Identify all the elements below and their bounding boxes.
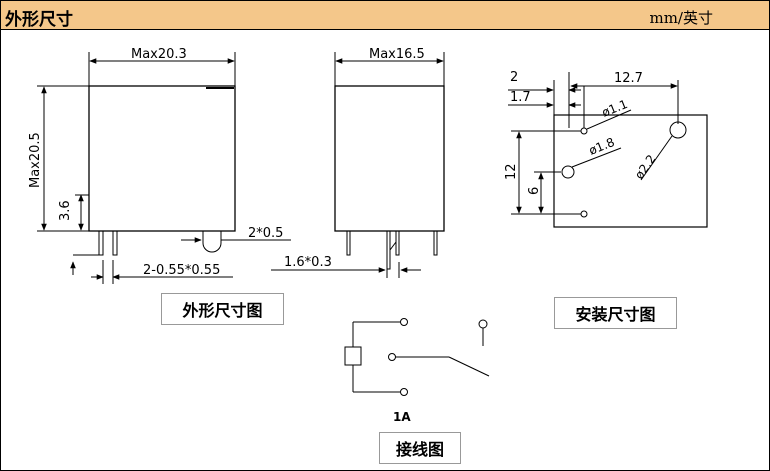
mounting-view bbox=[508, 72, 708, 228]
hole-small-top bbox=[580, 127, 588, 135]
terminal-common bbox=[388, 353, 396, 361]
wiring-type-label: 1A bbox=[393, 410, 411, 424]
caption-wiring: 接线图 bbox=[379, 432, 461, 464]
caption-mounting: 安装尺寸图 bbox=[554, 297, 677, 329]
front-width-label: Max20.3 bbox=[131, 47, 187, 62]
relay-coil bbox=[344, 346, 362, 366]
terminal-no bbox=[478, 319, 488, 329]
hole-2-2-label: ø2.2 bbox=[632, 152, 659, 182]
terminal-coil-bottom bbox=[400, 388, 408, 396]
front-tab bbox=[202, 231, 222, 253]
front-height-label: Max20.5 bbox=[28, 132, 43, 188]
unit-label: mm/英寸 bbox=[649, 9, 713, 27]
front-pin-height-label: 3.6 bbox=[58, 200, 73, 221]
hole-small-bottom bbox=[580, 210, 588, 218]
mounting-outline bbox=[553, 114, 708, 228]
wiring-diagram bbox=[344, 318, 490, 396]
hole-1-8-label: ø1.8 bbox=[587, 135, 617, 158]
side-pin-3 bbox=[395, 230, 400, 256]
mounting-dim-2-label: 2 bbox=[510, 70, 518, 85]
front-pin-left bbox=[98, 230, 104, 256]
mounting-dim-12-7-label: 12.7 bbox=[614, 71, 643, 86]
front-body bbox=[88, 85, 236, 232]
mounting-dim-1-7-label: 1.7 bbox=[510, 90, 531, 105]
mounting-dim-6-label: 6 bbox=[527, 187, 542, 195]
caption-outline: 外形尺寸图 bbox=[161, 293, 284, 325]
side-pin-1 bbox=[346, 230, 351, 256]
side-body bbox=[334, 85, 445, 232]
front-view bbox=[37, 52, 291, 284]
drawing-canvas: Max20.3 Max20.5 3.6 2*0.5 2-0.55*0.55 Ma… bbox=[28, 47, 708, 424]
mounting-dim-12-label: 12 bbox=[504, 163, 519, 180]
side-pin-4 bbox=[433, 230, 438, 256]
side-pin-size-label: 1.6*0.3 bbox=[284, 255, 332, 270]
terminal-coil-top bbox=[400, 318, 408, 326]
hole-1-1-label: ø1.1 bbox=[600, 97, 630, 120]
side-width-label: Max16.5 bbox=[369, 47, 425, 62]
hole-medium bbox=[561, 165, 575, 179]
side-view bbox=[271, 52, 445, 278]
hole-large bbox=[669, 121, 687, 139]
contact-switch bbox=[448, 356, 490, 377]
front-pin-right bbox=[112, 230, 118, 256]
header-bar: 外形尺寸 mm/英寸 bbox=[1, 1, 769, 30]
front-tab-size-label: 2*0.5 bbox=[248, 226, 283, 241]
section-title: 外形尺寸 bbox=[5, 10, 73, 30]
front-pin-size-label: 2-0.55*0.55 bbox=[143, 263, 220, 278]
